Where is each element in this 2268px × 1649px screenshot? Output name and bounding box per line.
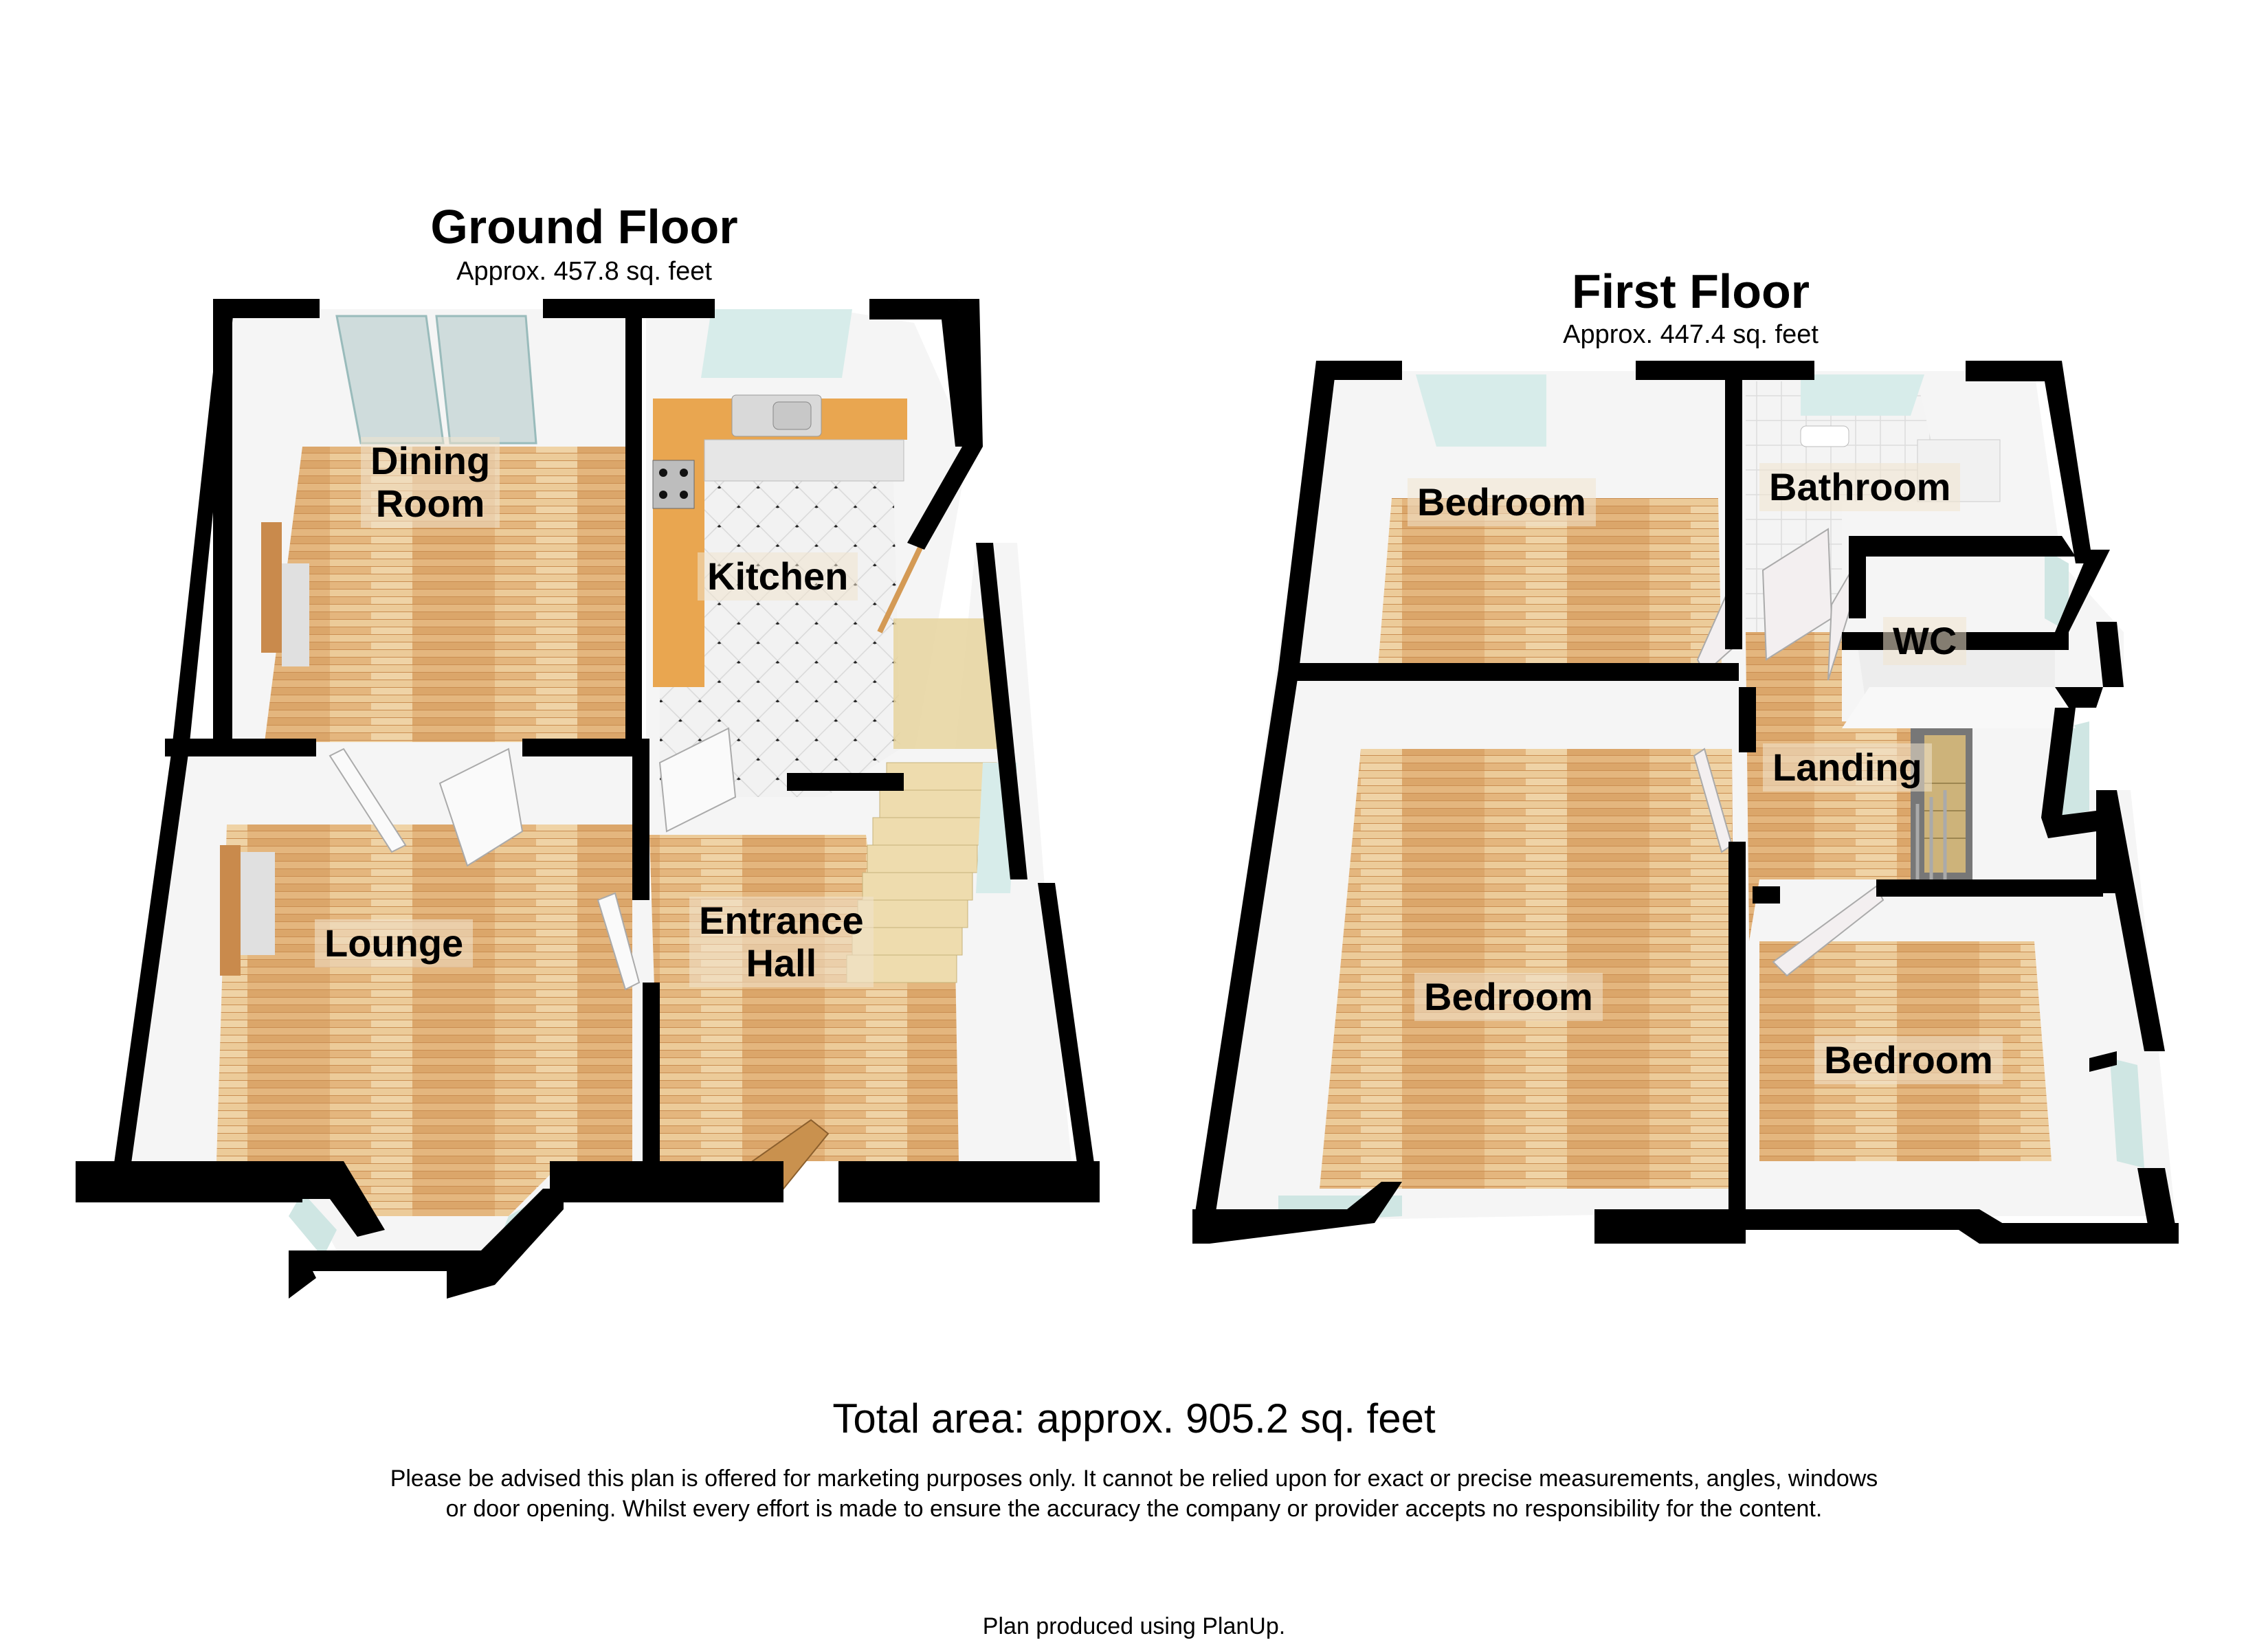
ground-stairs (846, 618, 1003, 983)
room-label-bedroom-rear: Bedroom (1408, 478, 1596, 526)
ground-floor-area: Approx. 457.8 sq. feet (456, 257, 712, 286)
disclaimer-text: Please be advised this plan is offered f… (390, 1466, 1878, 1522)
first-floor-plan (1192, 361, 2179, 1244)
room-label-bedroom-front-left: Bedroom (1414, 973, 1603, 1021)
room-label-bedroom-front-right: Bedroom (1814, 1036, 2003, 1084)
ground-floor-plan (76, 299, 1100, 1299)
credit-text: Plan produced using PlanUp. (982, 1613, 1286, 1639)
room-label-entrance-hall: Entrance Hall (689, 897, 874, 987)
first-floor-area: Approx. 447.4 sq. feet (1563, 320, 1819, 349)
room-label-landing: Landing (1763, 743, 1932, 792)
total-area: Total area: approx. 905.2 sq. feet (832, 1395, 1436, 1442)
room-label-wc: WC (1883, 617, 1967, 665)
ground-floor-title: Ground Floor (430, 200, 738, 254)
first-floor-title: First Floor (1571, 265, 1810, 318)
room-label-kitchen: Kitchen (698, 552, 858, 601)
room-label-bathroom: Bathroom (1759, 463, 1961, 511)
room-label-dining-room: Dining Room (361, 437, 500, 528)
room-label-lounge: Lounge (315, 919, 474, 967)
